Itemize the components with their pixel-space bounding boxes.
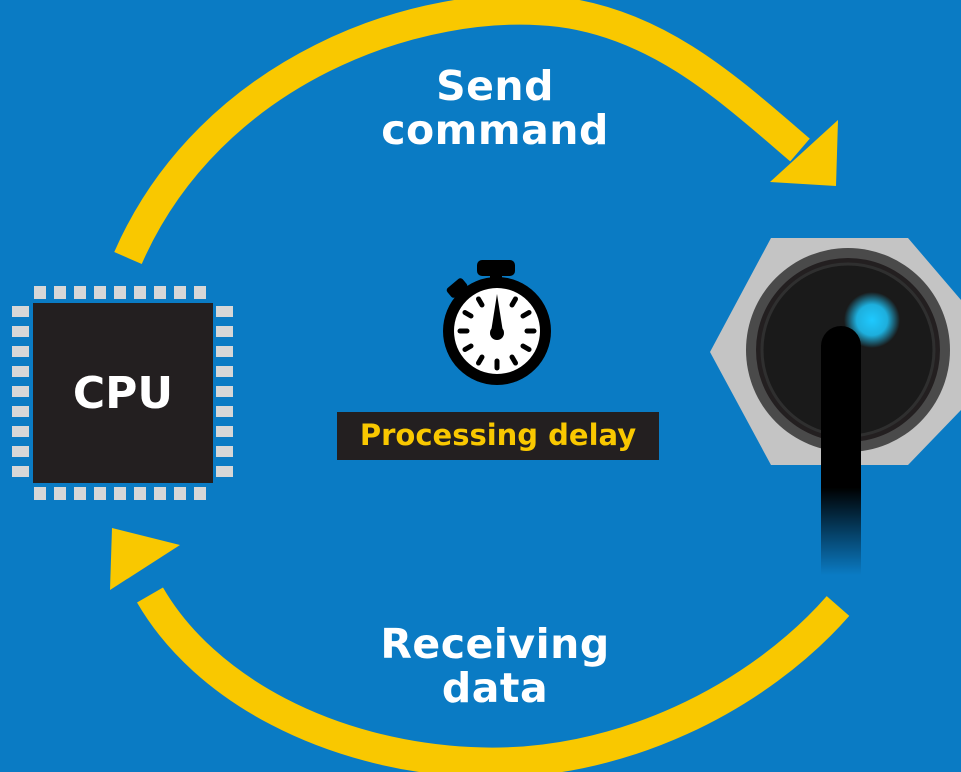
sensor-cable — [821, 345, 861, 575]
led-indicator-icon — [844, 292, 900, 348]
send-command-arrow — [114, 0, 838, 265]
receiving-data-arrow — [110, 528, 850, 772]
processing-delay-label: Processing delay — [337, 412, 659, 460]
stopwatch-icon — [443, 260, 551, 385]
hex-sensor-probe-icon — [710, 238, 961, 575]
cpu-chip-icon — [12, 286, 233, 500]
cpu-label: CPU — [72, 368, 174, 419]
